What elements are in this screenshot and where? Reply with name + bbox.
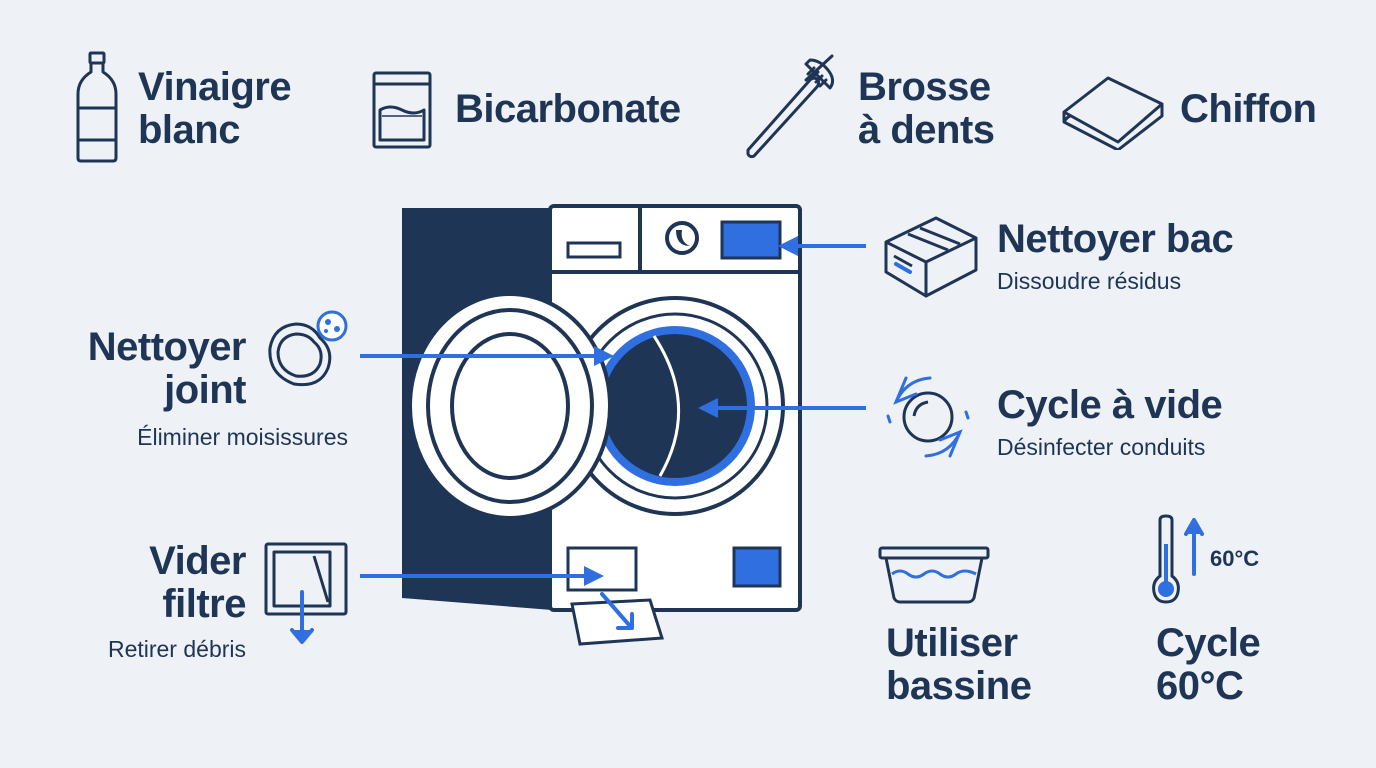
drawer-icon (884, 216, 978, 298)
step-title-joint: Nettoyer joint (87, 325, 247, 413)
step-subtitle-cycle-vide: Désinfecter conduits (997, 434, 1206, 460)
thermometer-icon (1152, 514, 1204, 604)
step-title-cycle-60: Cycle 60°C (1156, 621, 1261, 709)
bag-icon (372, 71, 432, 149)
filter-icon (264, 542, 348, 644)
step-title-bac: Nettoyer bac (997, 217, 1234, 261)
cloth-icon (1062, 76, 1164, 150)
thermo-label: 60°C (1210, 546, 1260, 571)
supply-label-chiffon: Chiffon (1180, 87, 1317, 131)
step-title-filtre: Vider filtre (149, 539, 246, 627)
cycle-icon (886, 376, 970, 458)
basin-icon (878, 546, 990, 604)
bottle-icon (76, 51, 118, 163)
step-subtitle-joint: Éliminer moisissures (137, 424, 348, 450)
gasket-mold-icon (268, 310, 348, 387)
step-title-bassine: Utiliser bassine (886, 621, 1032, 709)
step-subtitle-bac: Dissoudre résidus (997, 268, 1182, 294)
toothbrush-icon (746, 54, 835, 159)
step-title-cycle-vide: Cycle à vide (997, 383, 1223, 427)
step-subtitle-filtre: Retirer débris (107, 636, 246, 662)
supply-label-brosse: Brosse à dents (858, 65, 995, 153)
supply-label-vinaigre: Vinaigre blanc (138, 65, 292, 153)
supply-label-bicarbonate: Bicarbonate (455, 87, 681, 131)
